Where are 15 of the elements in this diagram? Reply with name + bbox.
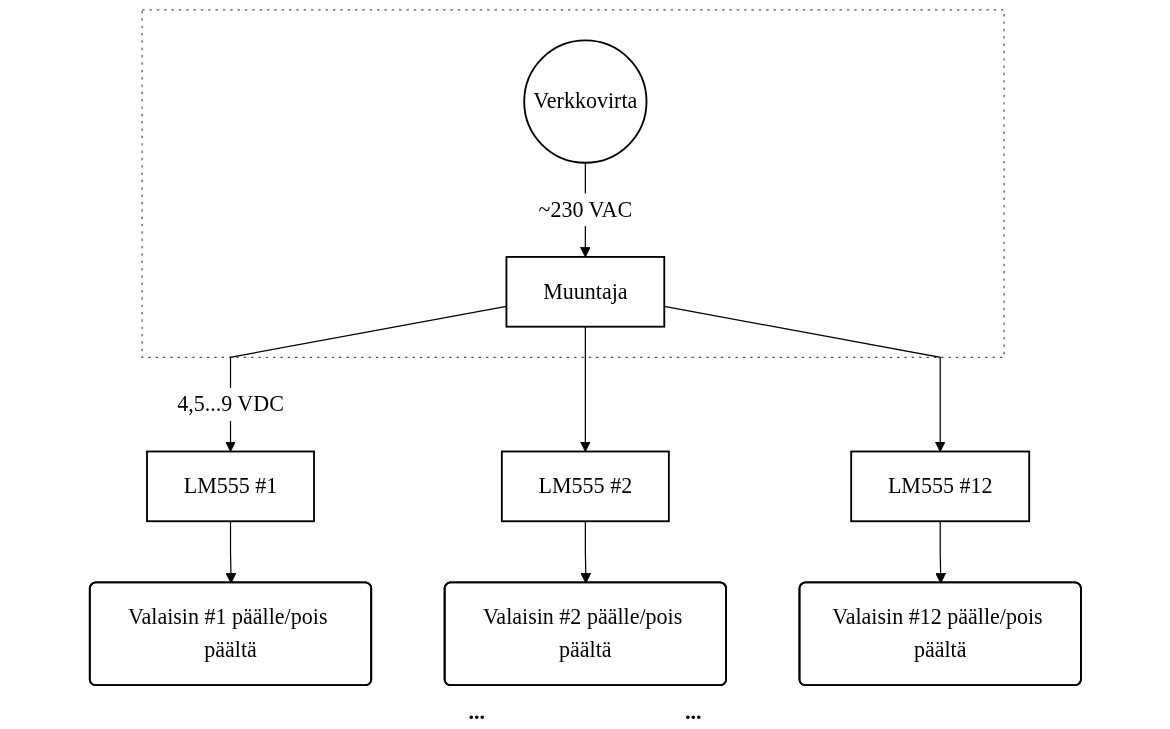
node-circle: Verkkovirta — [522, 39, 648, 164]
node-box: LM555 #1 — [145, 450, 315, 523]
arrow — [663, 305, 946, 452]
node-box: Muuntaja — [505, 256, 665, 328]
arrow — [580, 520, 591, 584]
arrow — [225, 520, 236, 584]
arrow — [934, 520, 946, 584]
node-box: LM555 #2 — [500, 450, 670, 523]
arrow — [224, 305, 507, 452]
edge-label: 4,5...9 VDC — [176, 391, 284, 417]
node-box: LM555 #12 — [849, 450, 1030, 523]
ellipsis-label: ... — [685, 699, 702, 725]
ellipsis-label: ... — [468, 699, 485, 725]
arrow — [579, 326, 591, 452]
edge-label: ~230 VAC — [538, 196, 632, 222]
